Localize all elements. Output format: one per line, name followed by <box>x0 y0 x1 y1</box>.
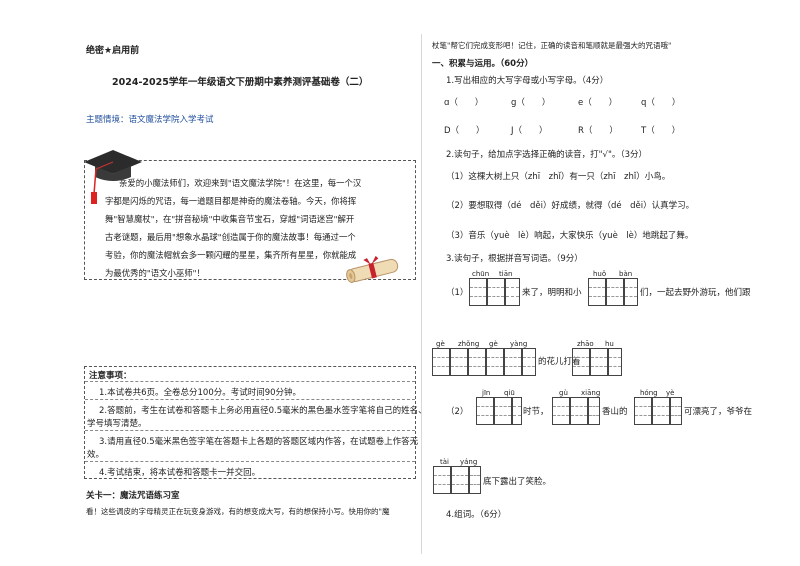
intro-box: 亲爱的小魔法师们，欢迎来到"语文魔法学院"！在这里，每一个汉 字都是闪烁的咒语，… <box>84 160 416 280</box>
intro-line: 古老谜题，最后用"想象水晶球"创造属于你的魔法故事！每通过一个 <box>105 232 356 242</box>
writing-cell[interactable] <box>476 397 494 425</box>
writing-cell[interactable] <box>504 348 522 376</box>
writing-cell[interactable] <box>505 278 520 306</box>
secret-mark: 绝密★启用前 <box>86 46 140 56</box>
pinyin-label: qiū <box>504 389 515 397</box>
pinyin-label: bàn <box>619 270 633 278</box>
intro-line: 舞"智慧魔杖"，在"拼音秘境"中收集音节宝石，穿越"词语迷宫"解开 <box>105 214 355 224</box>
section1-heading: 一、积累与运用。（60分） <box>432 59 534 69</box>
q3-text: 的花儿打着 <box>538 357 581 367</box>
intro-line: 亲爱的小魔法师们，欢迎来到"语文魔法学院"！在这里，每一个汉 <box>119 178 362 188</box>
writing-cell[interactable] <box>486 348 504 376</box>
scroll-icon <box>346 255 399 283</box>
letter-blank[interactable]: g（ ） <box>511 98 551 108</box>
page-divider <box>421 34 422 554</box>
letter-blank[interactable]: R（ ） <box>578 126 618 136</box>
q3-item-label: （1） <box>446 288 469 298</box>
writing-cell[interactable] <box>588 278 606 306</box>
writing-cell[interactable] <box>590 348 608 376</box>
pinyin-label: gù <box>559 389 568 397</box>
letter-blank[interactable]: J（ ） <box>511 126 548 136</box>
intro-line: 考验，你的魔法帽就会多一颗闪耀的星星，集齐所有星星，你就能成 <box>105 250 357 260</box>
writing-cell[interactable] <box>487 278 505 306</box>
writing-cell[interactable] <box>552 397 570 425</box>
q3-text: 香山的 <box>602 407 628 417</box>
letter-blank[interactable]: ɑ（ ） <box>444 98 484 108</box>
writing-cell[interactable] <box>634 397 652 425</box>
q2-sentence-2[interactable]: （2）要想取得（dé děi）好成绩，就得（dé děi）认真学习。 <box>446 201 695 211</box>
q3-text: 来了，明明和小 <box>522 288 582 298</box>
writing-cell[interactable] <box>606 278 624 306</box>
writing-cell[interactable] <box>512 397 522 425</box>
writing-cell[interactable] <box>588 397 600 425</box>
writing-cell[interactable] <box>468 348 486 376</box>
writing-cell[interactable] <box>572 348 590 376</box>
notice-item: 3.请用直径0.5毫米黑色签字笔在答题卡上各题的答题区域内作答，在试题卷上作答无 <box>99 437 419 447</box>
q2-sentence-1[interactable]: （1）这棵大树上只（zhī zhǐ）有一只（zhī zhǐ）小鸟。 <box>446 172 671 182</box>
writing-cell[interactable] <box>522 348 536 376</box>
writing-cell[interactable] <box>494 397 512 425</box>
writing-cell[interactable] <box>451 466 469 494</box>
intro-continuation: 杖笔"帮它们完成变形吧！记住，正确的读音和笔顺就是最强大的咒语哦" <box>432 41 672 50</box>
letter-blank[interactable]: q（ ） <box>641 98 681 108</box>
pinyin-label: yàng <box>510 340 528 348</box>
level1-title: 关卡一：魔法咒语练习室 <box>86 491 180 501</box>
pinyin-label: jīn <box>482 389 491 397</box>
notice-item: 2.答题前，考生在试卷和答题卡上务必用直径0.5毫米的黑色墨水签字笔将自己的姓名… <box>99 406 427 416</box>
intro-line: 字都是闪烁的咒语，每一道题目都是神奇的魔法卷轴。今天，你将挥 <box>105 196 357 206</box>
intro-line: 为最优秀的"语文小巫师"！ <box>105 268 205 278</box>
writing-cell[interactable] <box>469 278 487 306</box>
graduation-cap-icon <box>84 150 142 204</box>
writing-cell[interactable] <box>570 397 588 425</box>
pinyin-label: gè <box>489 340 498 348</box>
notice-item: 1.本试卷共6页。全卷总分100分。考试时间90分钟。 <box>99 388 302 398</box>
writing-cell[interactable] <box>433 466 451 494</box>
q3-item-label: （2） <box>446 407 469 417</box>
level1-text: 看！这些调皮的字母精灵正在玩变身游戏，有的想变成大写，有的想保持小写。快用你的"… <box>86 507 390 516</box>
pinyin-label: yáng <box>460 458 478 466</box>
letter-blank[interactable]: e（ ） <box>578 98 618 108</box>
pinyin-label: tiān <box>499 270 513 278</box>
writing-cell[interactable] <box>652 397 670 425</box>
pinyin-label: zhāo <box>577 340 594 348</box>
pinyin-label: tài <box>440 458 449 466</box>
pinyin-label: zhǒng <box>458 340 480 348</box>
pinyin-label: hóng <box>640 389 658 397</box>
notice-box: 注意事项： 1.本试卷共6页。全卷总分100分。考试时间90分钟。 2.答题前，… <box>84 366 427 479</box>
q2-prompt: 2.读句子，给加点字选择正确的读音，打"√"。（3分） <box>446 150 648 160</box>
q3-text: 时节， <box>523 407 549 417</box>
q4-prompt: 4.组词。（6分） <box>446 510 507 520</box>
writing-cell[interactable] <box>608 348 622 376</box>
q3-text: 可漂亮了，爷爷在 <box>684 407 753 417</box>
notice-item: 4.考试结束，将本试卷和答题卡一并交回。 <box>99 468 261 478</box>
writing-cell[interactable] <box>432 348 450 376</box>
theme-line: 主题情境：语文魔法学院入学考试 <box>86 115 214 125</box>
pinyin-label: gè <box>436 340 445 348</box>
notice-item: 学号填写清楚。 <box>87 419 147 429</box>
notice-item: 效。 <box>87 450 105 460</box>
q3-prompt: 3.读句子，根据拼音写词语。（9分） <box>446 254 583 264</box>
q2-sentence-3[interactable]: （3）音乐（yuè lè）响起，大家快乐（yuè lè）地跳起了舞。 <box>446 231 694 241</box>
pinyin-label: huǒ <box>593 270 607 278</box>
letter-blank[interactable]: T（ ） <box>641 126 681 136</box>
writing-cell[interactable] <box>469 466 481 494</box>
exam-title: 2024-2025学年一年级语文下册期中素养测评基础卷（二） <box>112 77 369 88</box>
writing-cell[interactable] <box>450 348 468 376</box>
pinyin-label: xiāng <box>581 389 601 397</box>
q1-prompt: 1.写出相应的大写字母或小写字母。（4分） <box>446 76 609 86</box>
q3-text: 们，一起去野外游玩，他们跟 <box>640 288 751 298</box>
q3-text: 底下露出了笑脸。 <box>483 477 552 487</box>
pinyin-label: yè <box>666 389 675 397</box>
pinyin-label: hu <box>605 340 614 348</box>
pinyin-label: chūn <box>472 270 490 278</box>
notice-title: 注意事项： <box>89 371 132 381</box>
letter-blank[interactable]: D（ ） <box>444 126 485 136</box>
writing-cell[interactable] <box>624 278 638 306</box>
writing-cell[interactable] <box>670 397 682 425</box>
